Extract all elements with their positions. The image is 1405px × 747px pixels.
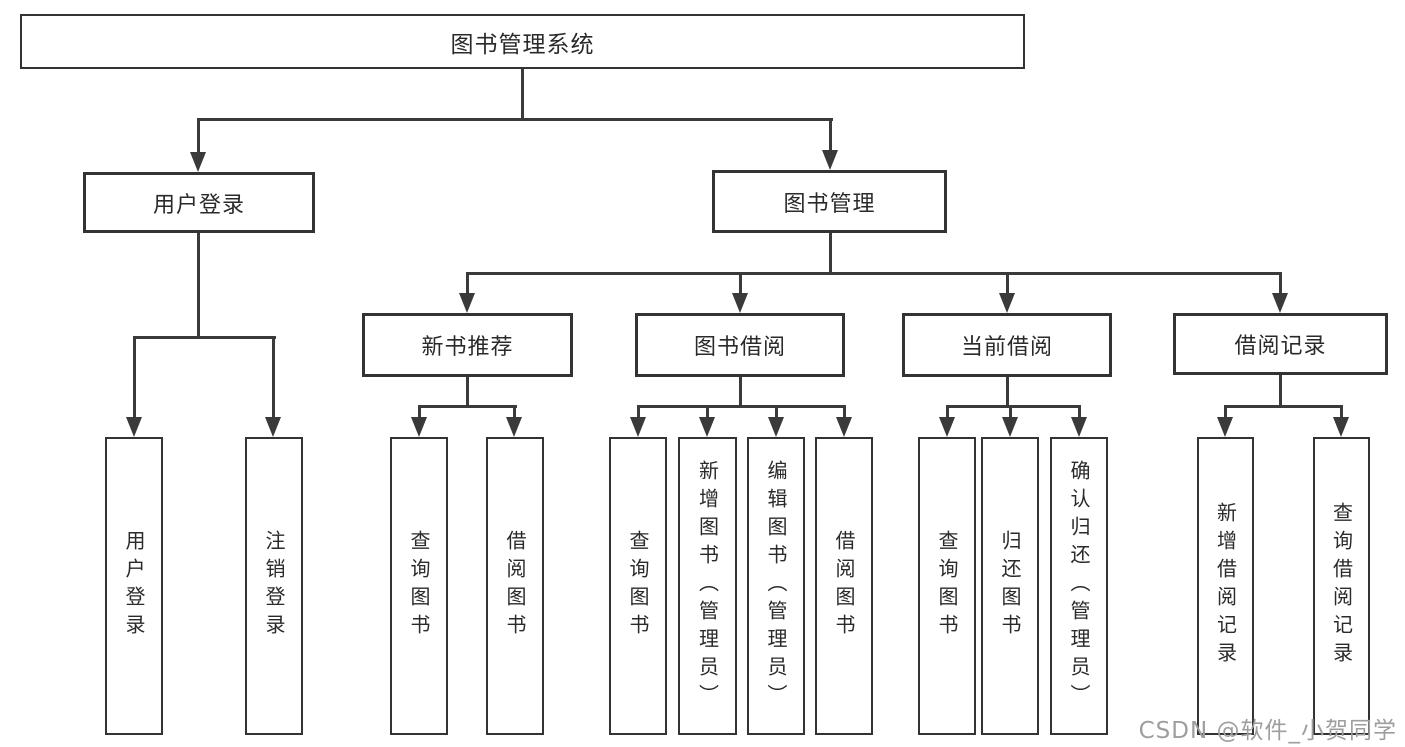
connector-line xyxy=(1078,405,1081,419)
node-label: 用户登录 xyxy=(122,530,146,642)
node-label: 借阅图书 xyxy=(832,530,856,642)
arrow-down-icon xyxy=(1002,417,1018,437)
leaf-query-books-borrow: 查询图书 xyxy=(609,437,667,735)
node-current-borrow: 当前借阅 xyxy=(902,313,1112,377)
leaf-query-books-current: 查询图书 xyxy=(918,437,976,735)
leaf-edit-book-admin: 编辑图书（管理员） xyxy=(747,437,805,735)
connector-line xyxy=(197,233,200,338)
connector-line xyxy=(946,405,1081,408)
node-book-borrow: 图书借阅 xyxy=(635,313,845,377)
node-label: 图书管理系统 xyxy=(450,31,595,58)
leaf-user-login: 用户登录 xyxy=(105,437,163,735)
connector-line xyxy=(1279,375,1282,407)
leaf-borrow-books: 借阅图书 xyxy=(815,437,873,735)
connector-line xyxy=(829,118,832,152)
connector-line xyxy=(1279,272,1282,295)
leaf-add-book-admin: 新增图书（管理员） xyxy=(678,437,737,735)
arrow-down-icon xyxy=(1272,293,1288,313)
arrow-down-icon xyxy=(822,150,838,170)
node-label: 查询图书 xyxy=(407,530,431,642)
connector-line xyxy=(739,377,742,407)
connector-line xyxy=(706,405,709,419)
node-label: 确认归还（管理员） xyxy=(1067,460,1091,712)
node-label: 查询图书 xyxy=(935,530,959,642)
connector-line xyxy=(1006,272,1009,295)
arrow-down-icon xyxy=(768,417,784,437)
leaf-logout: 注销登录 xyxy=(245,437,303,735)
connector-line xyxy=(829,233,832,275)
connector-line xyxy=(521,69,524,120)
node-label: 当前借阅 xyxy=(960,335,1053,360)
connector-line xyxy=(1006,377,1009,407)
node-label: 图书借阅 xyxy=(693,335,786,360)
connector-line xyxy=(197,118,200,154)
node-label: 用户登录 xyxy=(152,192,245,218)
leaf-query-borrow-record: 查询借阅记录 xyxy=(1313,437,1370,735)
arrow-down-icon xyxy=(999,293,1015,313)
arrow-down-icon xyxy=(1217,417,1233,437)
connector-line xyxy=(466,272,1282,275)
connector-line xyxy=(1340,405,1343,419)
node-label: 注销登录 xyxy=(262,530,286,642)
arrow-down-icon xyxy=(699,417,715,437)
arrow-down-icon xyxy=(190,152,206,172)
connector-line xyxy=(418,405,517,408)
leaf-borrow-books-recommend: 借阅图书 xyxy=(486,437,544,735)
arrow-down-icon xyxy=(265,417,281,437)
node-borrow-records: 借阅记录 xyxy=(1173,313,1388,375)
node-label: 新增借阅记录 xyxy=(1213,502,1238,670)
connector-line xyxy=(775,405,778,419)
connector-line xyxy=(133,336,276,339)
connector-line xyxy=(637,405,846,408)
connector-line xyxy=(1224,405,1343,408)
arrow-down-icon xyxy=(939,417,955,437)
connector-line xyxy=(739,272,742,295)
node-root-system: 图书管理系统 xyxy=(20,14,1025,69)
connector-line xyxy=(418,405,421,419)
connector-line xyxy=(197,118,833,121)
arrow-down-icon xyxy=(1333,417,1349,437)
connector-line xyxy=(637,405,640,419)
leaf-confirm-return-admin: 确认归还（管理员） xyxy=(1050,437,1108,735)
connector-line xyxy=(513,405,516,419)
node-user-login: 用户登录 xyxy=(83,172,315,233)
leaf-query-books-recommend: 查询图书 xyxy=(390,437,448,735)
connector-line xyxy=(946,405,949,419)
connector-line xyxy=(466,377,469,407)
arrow-down-icon xyxy=(506,417,522,437)
node-label: 查询图书 xyxy=(626,530,650,642)
arrow-down-icon xyxy=(411,417,427,437)
node-label: 归还图书 xyxy=(998,530,1022,642)
node-label: 图书管理 xyxy=(783,191,876,217)
arrow-down-icon xyxy=(1071,417,1087,437)
node-label: 新增图书（管理员） xyxy=(695,460,720,712)
connector-line xyxy=(466,272,469,295)
arrow-down-icon xyxy=(732,293,748,313)
node-label: 查询借阅记录 xyxy=(1329,502,1354,670)
node-new-book-recommend: 新书推荐 xyxy=(362,313,573,377)
connector-line xyxy=(133,336,136,419)
connector-line xyxy=(843,405,846,419)
node-book-management: 图书管理 xyxy=(712,170,947,233)
node-label: 编辑图书（管理员） xyxy=(764,460,788,712)
connector-line xyxy=(1009,405,1012,419)
arrow-down-icon xyxy=(836,417,852,437)
connector-line xyxy=(1224,405,1227,419)
connector-line xyxy=(272,336,275,419)
node-label: 新书推荐 xyxy=(421,335,514,360)
arrow-down-icon xyxy=(630,417,646,437)
arrow-down-icon xyxy=(126,417,142,437)
leaf-add-borrow-record: 新增借阅记录 xyxy=(1197,437,1254,735)
node-label: 借阅图书 xyxy=(503,530,527,642)
arrow-down-icon xyxy=(459,293,475,313)
node-label: 借阅记录 xyxy=(1234,334,1327,359)
leaf-return-books: 归还图书 xyxy=(981,437,1039,735)
